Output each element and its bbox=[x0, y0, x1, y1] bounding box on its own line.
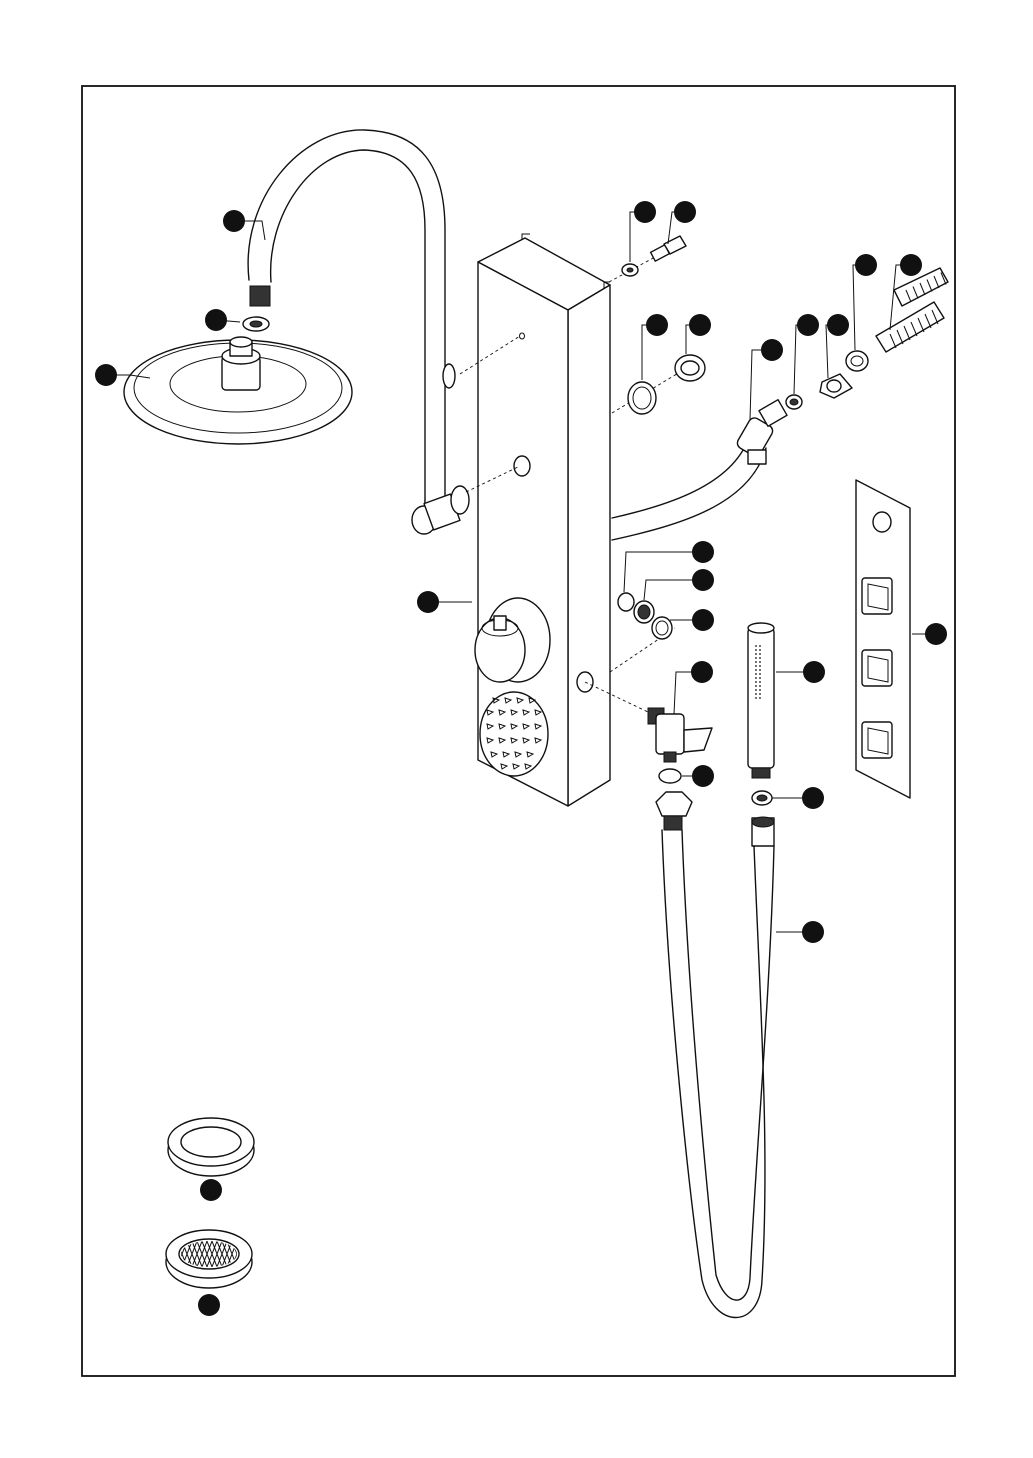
fixing-washer bbox=[622, 264, 638, 276]
callout-marker bbox=[803, 661, 825, 683]
outlet-seal-ring bbox=[652, 617, 672, 639]
callout-marker bbox=[692, 609, 714, 631]
arm-washer bbox=[243, 317, 269, 331]
callout-marker bbox=[855, 254, 877, 276]
callout-marker bbox=[900, 254, 922, 276]
spray-hole bbox=[755, 681, 757, 683]
spray-hole bbox=[759, 673, 761, 675]
callout-marker bbox=[689, 314, 711, 336]
spray-hole bbox=[759, 649, 761, 651]
spray-hole bbox=[759, 645, 761, 647]
callout-marker bbox=[634, 201, 656, 223]
callout-marker bbox=[200, 1179, 222, 1201]
callout-marker bbox=[761, 339, 783, 361]
spray-hole bbox=[755, 645, 757, 647]
inlet-seal-ring bbox=[846, 351, 868, 371]
spray-hole bbox=[759, 657, 761, 659]
rain-shower-head bbox=[124, 337, 352, 444]
callout-marker bbox=[802, 921, 824, 943]
callout-marker bbox=[95, 364, 117, 386]
top-seal-ring bbox=[628, 382, 656, 414]
callout-marker bbox=[223, 210, 245, 232]
spray-hole bbox=[755, 653, 757, 655]
inlet-washer bbox=[786, 395, 802, 409]
top-nut bbox=[675, 355, 705, 381]
hand-shower bbox=[748, 623, 774, 778]
callout-marker bbox=[797, 314, 819, 336]
control-button-panel bbox=[856, 480, 910, 798]
spray-hole bbox=[759, 697, 761, 699]
outlet-washer bbox=[618, 593, 634, 611]
spray-hole bbox=[755, 665, 757, 667]
callout-marker bbox=[692, 765, 714, 787]
spray-hole bbox=[755, 693, 757, 695]
holder-washer bbox=[659, 769, 681, 783]
callout-marker bbox=[198, 1294, 220, 1316]
spray-hole bbox=[755, 649, 757, 651]
inlet-connectors bbox=[876, 268, 948, 352]
shower-panel-column bbox=[475, 234, 610, 806]
hand-shower-holder bbox=[648, 708, 712, 762]
callout-marker bbox=[691, 661, 713, 683]
spray-hole bbox=[755, 673, 757, 675]
spray-hole bbox=[759, 685, 761, 687]
callout-marker bbox=[802, 787, 824, 809]
outlet-nut bbox=[634, 601, 654, 623]
spray-hole bbox=[755, 657, 757, 659]
spray-hole bbox=[755, 661, 757, 663]
spare-filter-washer bbox=[166, 1230, 259, 1288]
spray-hole bbox=[759, 681, 761, 683]
spray-hole bbox=[759, 677, 761, 679]
spray-hole bbox=[759, 689, 761, 691]
spray-hole bbox=[755, 697, 757, 699]
spray-hole bbox=[759, 669, 761, 671]
callout-marker bbox=[925, 623, 947, 645]
spray-hole bbox=[759, 653, 761, 655]
callout-marker bbox=[205, 309, 227, 331]
callout-marker bbox=[646, 314, 668, 336]
spray-hole bbox=[759, 665, 761, 667]
spray-hole bbox=[759, 661, 761, 663]
callout-marker bbox=[674, 201, 696, 223]
spray-hole bbox=[759, 693, 761, 695]
inlet-nut bbox=[820, 374, 852, 398]
shower-hose bbox=[656, 792, 774, 1318]
hand-shower-washer bbox=[752, 791, 772, 805]
callout-marker bbox=[417, 591, 439, 613]
callout-marker bbox=[692, 541, 714, 563]
spray-hole bbox=[755, 677, 757, 679]
spare-plain-washer bbox=[168, 1118, 254, 1176]
spray-hole bbox=[755, 669, 757, 671]
spray-hole bbox=[755, 685, 757, 687]
gooseneck-arm bbox=[248, 130, 469, 534]
spray-hole bbox=[755, 689, 757, 691]
inlet-elbow-hose bbox=[612, 400, 787, 540]
callout-marker bbox=[692, 569, 714, 591]
callout-marker bbox=[827, 314, 849, 336]
